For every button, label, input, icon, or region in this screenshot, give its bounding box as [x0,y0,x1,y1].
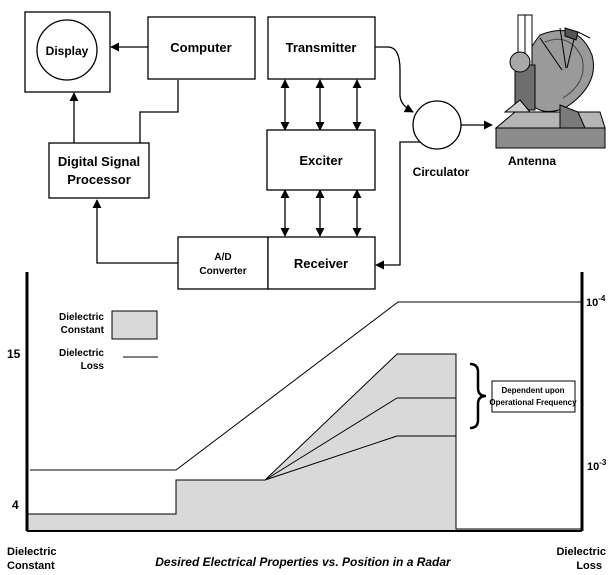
computer-label: Computer [170,40,231,55]
ad-converter-box [177,236,269,290]
antenna-icon [494,14,606,149]
ad-label-line2: Converter [199,266,246,277]
left-axis-title-line2: Constant [7,560,55,572]
ad-to-dsp-arrow [92,199,178,264]
left-tick-4: 4 [12,498,19,512]
transmitter-to-circulator-arrow [375,46,414,113]
chart-caption: Desired Electrical Properties vs. Positi… [155,555,452,569]
display-screen [36,19,98,81]
transmitter-box [267,16,376,80]
left-axis-title-line1: Dielectric [7,546,57,558]
circulator-circle [412,100,462,150]
exciter-label: Exciter [299,153,342,168]
receiver-label: Receiver [294,256,348,271]
right-tick-1e-3: 10-3 [587,458,607,473]
antenna-label: Antenna [508,154,556,168]
right-tick-1e-4: 10-4 [586,294,606,309]
left-tick-15: 15 [7,347,21,361]
transmitter-label: Transmitter [286,40,357,55]
display-label: Display [46,44,89,58]
legend-constant-label-line1: Dielectric [59,312,104,323]
circulator-to-receiver-arrow [375,141,420,270]
dsp-label-line2: Processor [67,172,131,187]
constant-mid-line [264,397,398,481]
ad-label-line1: A/D [214,252,231,263]
dielectric-loss-line [30,301,581,471]
constant-low-line [264,435,398,481]
dsp-label-line1: Digital Signal [58,154,140,169]
legend-loss-label-line1: Dielectric [59,348,104,359]
legend-constant-label-line2: Constant [61,325,105,336]
receiver-box [267,236,376,290]
dsp-box [48,142,150,199]
frequency-note-box [491,380,576,413]
right-axis-title-line2: Loss [576,560,602,572]
dsp-to-computer-line [139,80,179,143]
bracket-note-line2: Operational Frequency [489,398,577,407]
property-chart [25,272,584,532]
circulator-label: Circulator [413,165,470,179]
right-axis-title-line1: Dielectric [556,546,606,558]
frequency-bracket [469,362,487,430]
computer-box [147,16,256,80]
legend-constant-swatch [111,310,158,340]
bracket-note-line1: Dependent upon [501,386,564,395]
legend-loss-label-line2: Loss [81,361,105,372]
block-diagram [24,11,493,290]
